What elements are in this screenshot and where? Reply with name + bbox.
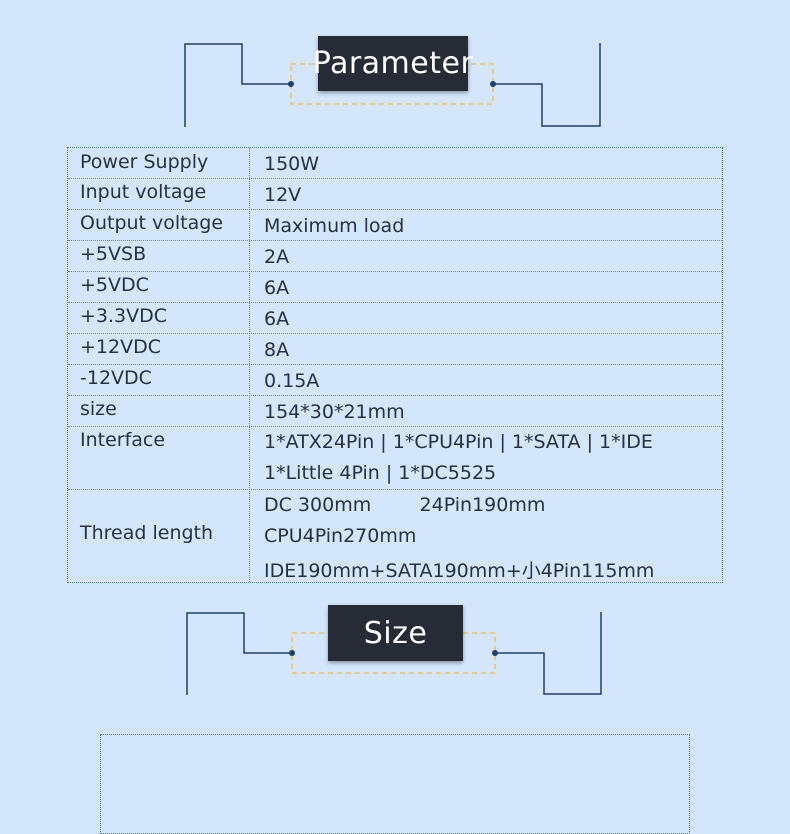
table-row: Output voltage Maximum load — [68, 209, 722, 241]
row-value: CPU4Pin270mm — [264, 525, 417, 547]
table-row: -12VDC 0.15A — [68, 364, 722, 396]
row-label: Interface — [80, 429, 166, 451]
row-value: 150W — [264, 153, 320, 175]
row-value: 6A — [264, 308, 290, 330]
parameter-title: Parameter — [313, 36, 473, 91]
row-label: Output voltage — [80, 212, 224, 234]
row-value: 1*Little 4Pin | 1*DC5525 — [264, 462, 497, 484]
row-label: Thread length — [80, 522, 214, 544]
row-value: 154*30*21mm — [264, 401, 405, 423]
row-value: 2A — [264, 246, 290, 268]
table-row: size 154*30*21mm — [68, 395, 722, 427]
table-row: +3.3VDC 6A — [68, 302, 722, 334]
row-value: 12V — [264, 184, 302, 206]
row-value: IDE190mm+SATA190mm+小4Pin115mm — [264, 560, 655, 582]
row-value: 6A — [264, 277, 290, 299]
row-label: +3.3VDC — [80, 305, 168, 327]
row-label: size — [80, 398, 117, 420]
row-label: +5VDC — [80, 274, 149, 296]
row-label: +5VSB — [80, 243, 147, 265]
table-row: Thread length DC 300mm 24Pin190mm CPU4Pi… — [68, 489, 722, 584]
row-label: +12VDC — [80, 336, 161, 358]
table-row: Power Supply 150W — [68, 148, 722, 179]
spec-table: Power Supply 150W Input voltage 12V Outp… — [67, 147, 723, 583]
size-diagram-frame — [100, 734, 690, 834]
row-label: Input voltage — [80, 181, 207, 203]
table-row: +12VDC 8A — [68, 333, 722, 365]
row-value: Maximum load — [264, 215, 405, 237]
table-row: Input voltage 12V — [68, 178, 722, 210]
parameter-header: Parameter — [0, 0, 790, 140]
table-row: +5VSB 2A — [68, 240, 722, 272]
table-row: Interface 1*ATX24Pin | 1*CPU4Pin | 1*SAT… — [68, 426, 722, 489]
row-value: 8A — [264, 339, 290, 361]
row-value: 0.15A — [264, 370, 320, 392]
row-value: 1*ATX24Pin | 1*CPU4Pin | 1*SATA | 1*IDE — [264, 431, 653, 453]
row-label: Power Supply — [80, 151, 209, 173]
size-title: Size — [328, 605, 463, 661]
row-label: -12VDC — [80, 367, 152, 389]
table-row: +5VDC 6A — [68, 271, 722, 303]
row-value: DC 300mm 24Pin190mm — [264, 494, 546, 516]
column-divider — [249, 148, 250, 582]
